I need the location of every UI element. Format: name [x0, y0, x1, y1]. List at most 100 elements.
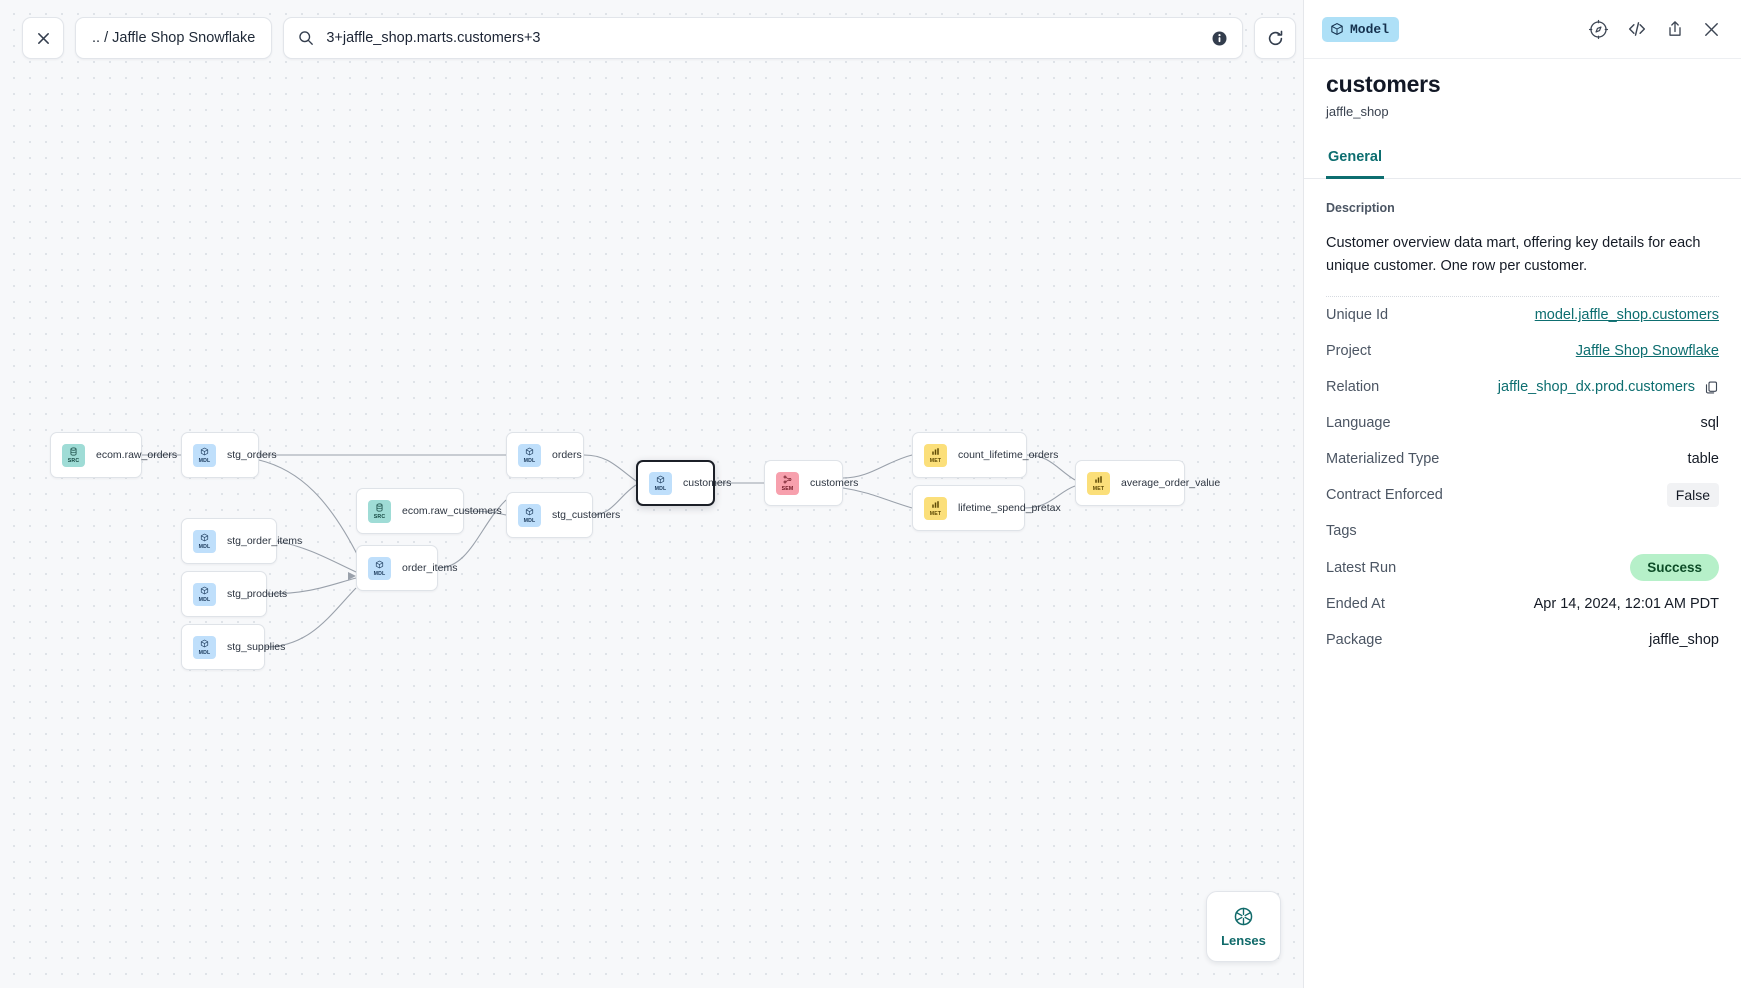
- property-link[interactable]: model.jaffle_shop.customers: [1534, 307, 1719, 324]
- property-row: Tags: [1326, 513, 1719, 549]
- share-icon[interactable]: [1665, 19, 1685, 39]
- graph-node-label: customers: [810, 477, 859, 489]
- cube-badge-icon: MDL: [518, 443, 541, 467]
- property-value: Success: [1630, 554, 1719, 582]
- graph-node-order_items[interactable]: MDL order_items: [356, 545, 457, 591]
- refresh-icon: [1268, 30, 1283, 45]
- cube-badge-icon: MDL: [518, 503, 541, 527]
- property-row: Unique Id model.jaffle_shop.customers: [1326, 297, 1719, 333]
- cube-badge-icon: MDL: [193, 582, 216, 606]
- cube-badge-icon: MDL: [193, 529, 216, 553]
- graph-node-label: stg_order_items: [227, 535, 303, 547]
- property-value[interactable]: model.jaffle_shop.customers: [1535, 307, 1719, 323]
- property-key: Materialized Type: [1326, 451, 1440, 468]
- cube-badge-icon: MDL: [368, 556, 391, 580]
- db-badge-icon: SRC: [62, 443, 85, 467]
- property-row: Package jaffle_shop: [1326, 622, 1719, 658]
- close-icon: [37, 32, 49, 44]
- graph-node-label: stg_supplies: [227, 641, 286, 653]
- close-lineage-button[interactable]: [22, 17, 64, 59]
- graph-node-label: stg_products: [227, 588, 288, 600]
- property-row: Contract Enforced False: [1326, 477, 1719, 513]
- property-row: Latest Run Success: [1326, 549, 1719, 586]
- property-chip: False: [1666, 483, 1719, 508]
- refresh-button[interactable]: [1254, 17, 1297, 59]
- lenses-button[interactable]: Lenses: [1206, 891, 1281, 962]
- property-key: Unique Id: [1326, 307, 1389, 324]
- graph-node-label: ecom.raw_orders: [96, 449, 178, 461]
- cube-badge-icon: MDL: [649, 471, 672, 495]
- bar-badge-icon: MET: [1087, 471, 1110, 495]
- graph-node-label: average_order_value: [1121, 477, 1221, 489]
- bar-badge-icon: MET: [924, 496, 947, 520]
- property-value: jaffle_shop: [1649, 632, 1719, 649]
- graph-node-orders[interactable]: MDL orders: [506, 432, 584, 478]
- property-value[interactable]: Jaffle Shop Snowflake: [1576, 343, 1719, 359]
- graph-node-label: orders: [552, 449, 582, 461]
- property-row: Project Jaffle Shop Snowflake: [1326, 333, 1719, 369]
- property-key: Ended At: [1326, 596, 1385, 613]
- lineage-search-box[interactable]: 3+jaffle_shop.marts.customers+3: [283, 17, 1244, 59]
- details-panel-header: Model: [1304, 0, 1741, 58]
- tab-general[interactable]: General: [1326, 143, 1384, 179]
- graph-node-ecom_raw_customers[interactable]: SRC ecom.raw_customers: [356, 488, 502, 534]
- graph-node-stg_products[interactable]: MDL stg_products: [181, 571, 287, 617]
- property-key: Relation: [1326, 379, 1380, 396]
- panel-tabs: General: [1304, 143, 1741, 179]
- property-value: table: [1687, 451, 1719, 468]
- graph-node-label: lifetime_spend_pretax: [958, 502, 1061, 514]
- close-icon[interactable]: [1702, 20, 1721, 39]
- graph-node-customers_semantic[interactable]: SEM customers: [764, 460, 858, 506]
- graph-node-lifetime_spend_pretax[interactable]: MET lifetime_spend_pretax: [912, 485, 1061, 531]
- lenses-label: Lenses: [1221, 932, 1266, 948]
- cube-icon: [1331, 23, 1343, 35]
- description-text: Customer overview data mart, offering ke…: [1326, 232, 1719, 298]
- info-icon[interactable]: [1211, 30, 1228, 47]
- property-value: False: [1666, 483, 1719, 508]
- graph-node-label: ecom.raw_customers: [402, 505, 502, 517]
- graph-node-stg_customers[interactable]: MDL stg_customers: [506, 492, 620, 538]
- graph-node-ecom_raw_orders[interactable]: SRC ecom.raw_orders: [50, 432, 177, 478]
- property-key: Contract Enforced: [1326, 487, 1443, 504]
- property-value[interactable]: jaffle_shop_dx.prod.customers: [1498, 379, 1719, 395]
- sem-badge-icon: SEM: [776, 471, 799, 495]
- property-key: Latest Run: [1326, 559, 1397, 576]
- property-row: Materialized Type table: [1326, 441, 1719, 477]
- graph-node-average_order_value[interactable]: MET average_order_value: [1075, 460, 1220, 506]
- description-label: Description: [1326, 201, 1395, 215]
- graph-node-label: stg_orders: [227, 449, 277, 461]
- page-title: customers: [1326, 71, 1441, 97]
- page-subtitle: jaffle_shop: [1326, 104, 1389, 119]
- details-panel: Model: [1303, 0, 1741, 988]
- focus-icon[interactable]: [1588, 19, 1609, 40]
- graph-node-label: stg_customers: [552, 509, 621, 521]
- search-input[interactable]: 3+jaffle_shop.marts.customers+3: [326, 30, 541, 46]
- node-type-badge-label: Model: [1350, 21, 1390, 37]
- breadcrumb[interactable]: .. / Jaffle Shop Snowflake: [75, 17, 273, 59]
- graph-node-stg_order_items[interactable]: MDL stg_order_items: [181, 518, 302, 564]
- node-type-badge[interactable]: Model: [1322, 16, 1400, 42]
- graph-node-label: order_items: [402, 562, 458, 574]
- property-key: Project: [1326, 343, 1372, 360]
- aperture-icon: [1234, 907, 1253, 925]
- search-icon: [298, 30, 314, 46]
- code-icon[interactable]: [1626, 18, 1648, 40]
- panel-content: Description Customer overview data mart,…: [1304, 179, 1741, 988]
- copy-icon[interactable]: [1704, 380, 1719, 395]
- property-value: sql: [1700, 415, 1719, 432]
- property-key: Package: [1326, 632, 1383, 649]
- db-badge-icon: SRC: [368, 499, 391, 523]
- breadcrumb-label: .. / Jaffle Shop Snowflake: [92, 30, 256, 46]
- property-link[interactable]: Jaffle Shop Snowflake: [1575, 343, 1719, 360]
- property-key: Tags: [1326, 523, 1357, 540]
- property-row: Relation jaffle_shop_dx.prod.customers: [1326, 369, 1719, 405]
